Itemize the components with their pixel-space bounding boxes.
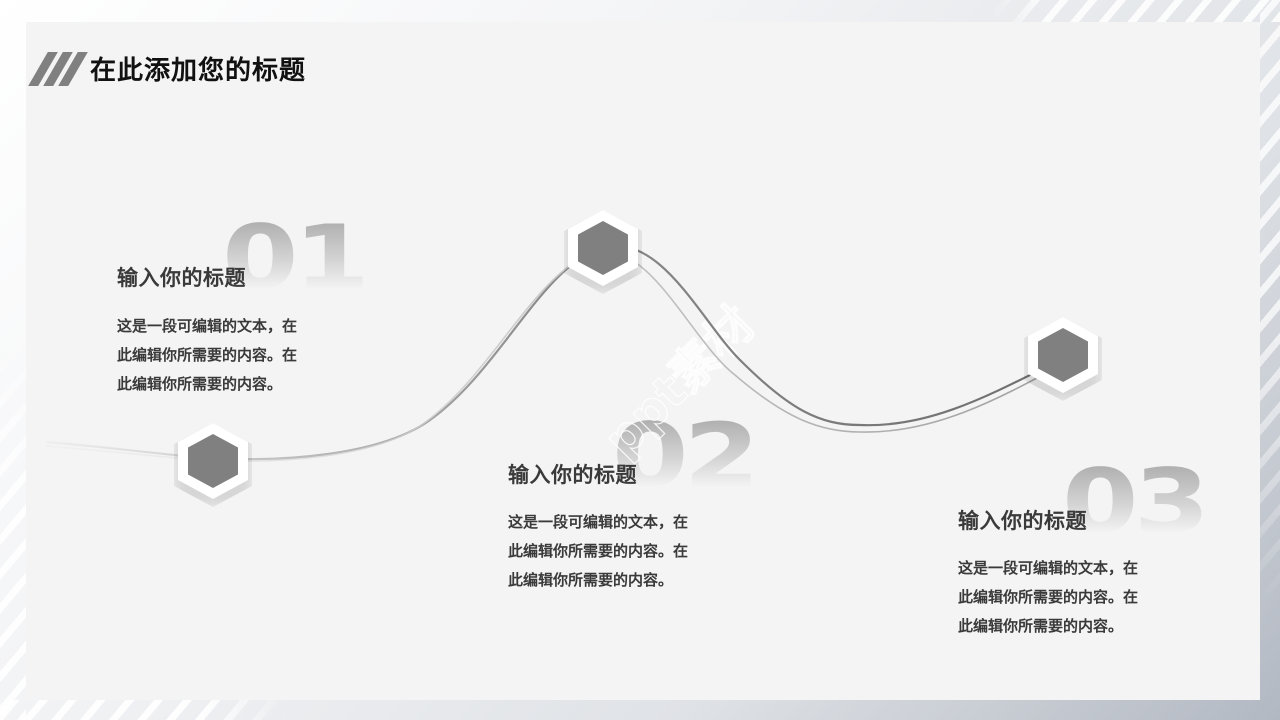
step-body-line: 这是一段可编辑的文本，在 [508,513,689,531]
step-title-03[interactable]: 输入你的标题 [958,509,1087,533]
step-body-line: 此编辑你所需要的内容。 [117,375,283,393]
step-node-01[interactable] [174,423,252,507]
decorative-stripes-top-right [990,0,1280,22]
slide-title[interactable]: 在此添加您的标题 [90,56,307,86]
step-body-line: 此编辑你所需要的内容。在 [508,542,689,560]
step-body-line: 此编辑你所需要的内容。 [508,571,674,589]
step-title-02[interactable]: 输入你的标题 [508,463,637,487]
step-number-03: 03 [1062,450,1210,553]
step-body-line: 这是一段可编辑的文本，在 [117,317,298,335]
decorative-stripes-left [0,300,26,720]
step-body-line: 这是一段可编辑的文本，在 [958,559,1139,577]
step-number-01: 01 [222,206,370,309]
step-body-line: 此编辑你所需要的内容。 [958,617,1124,635]
step-node-03[interactable] [1024,317,1102,401]
decorative-stripes-right [1260,0,1280,720]
step-number-02: 02 [612,404,760,507]
step-body-03[interactable]: 这是一段可编辑的文本，在 此编辑你所需要的内容。在 此编辑你所需要的内容。 [958,554,1198,641]
slide-header: 在此添加您的标题 [28,50,307,87]
step-body-01[interactable]: 这是一段可编辑的文本，在 此编辑你所需要的内容。在 此编辑你所需要的内容。 [117,312,357,399]
step-title-01[interactable]: 输入你的标题 [117,266,246,290]
step-node-02[interactable] [564,210,642,294]
hexagon-icon [1038,328,1088,382]
decorative-stripes-bottom-left [0,700,290,720]
step-body-02[interactable]: 这是一段可编辑的文本，在 此编辑你所需要的内容。在 此编辑你所需要的内容。 [508,508,748,595]
step-body-line: 此编辑你所需要的内容。在 [117,346,298,364]
step-body-line: 此编辑你所需要的内容。在 [958,588,1139,606]
